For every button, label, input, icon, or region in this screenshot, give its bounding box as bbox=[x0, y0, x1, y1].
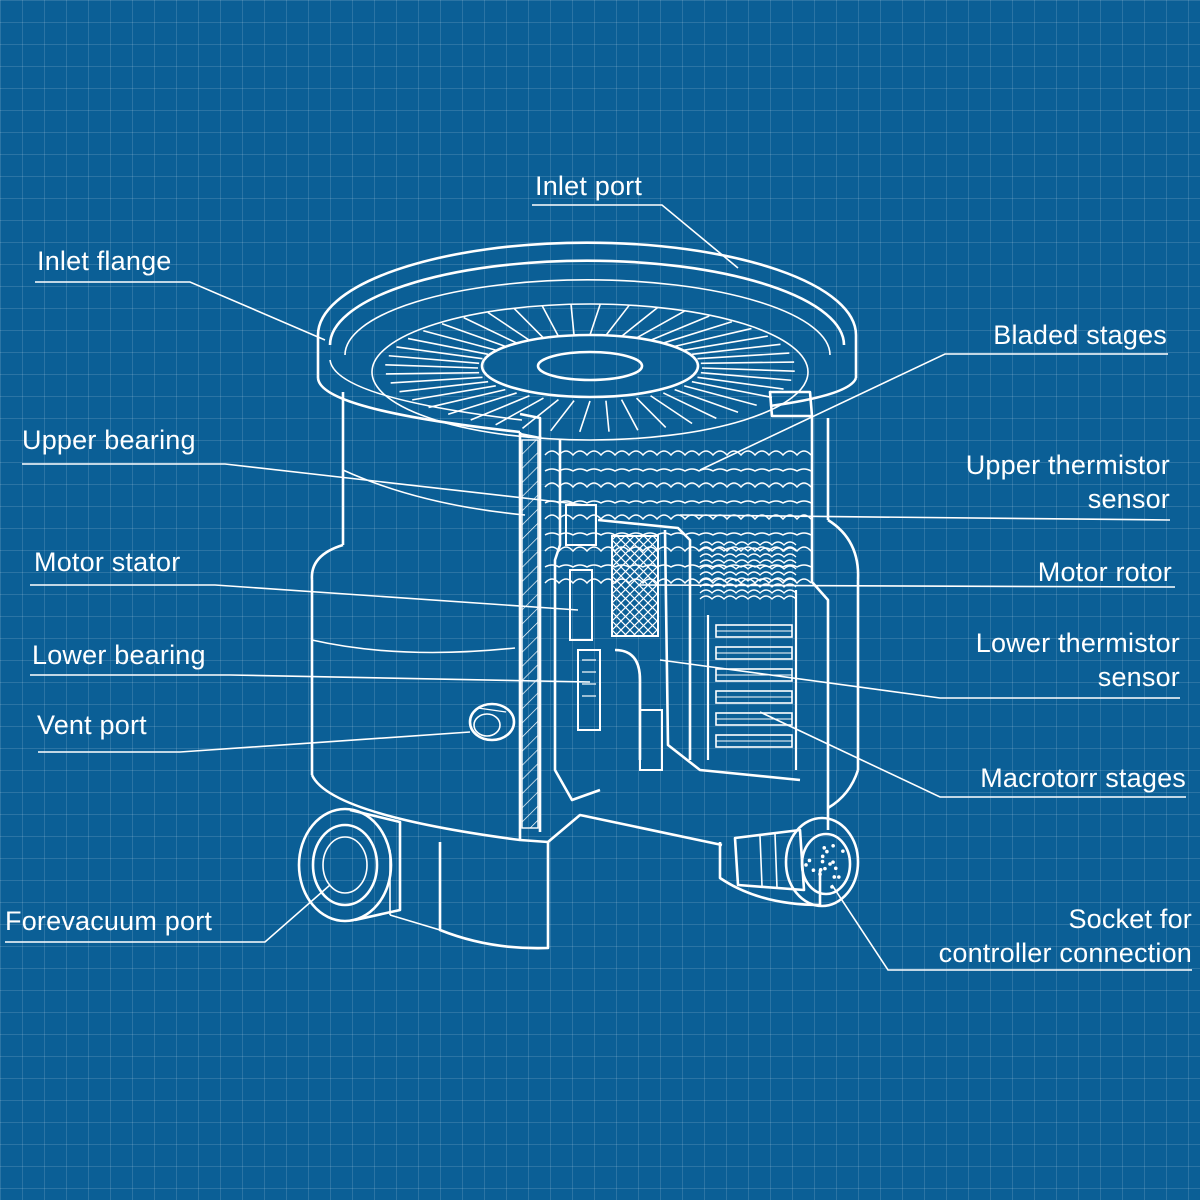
leader-motor-rotor bbox=[639, 584, 1176, 588]
label-inlet-flange: Inlet flange bbox=[37, 246, 172, 276]
vent-port bbox=[468, 702, 516, 742]
leader-upper-thermistor bbox=[679, 514, 1171, 521]
label-macrotorr-stages: Macrotorr stages bbox=[980, 763, 1186, 793]
label-lower-thermistor: Lower thermistor sensor bbox=[976, 626, 1180, 694]
label-upper-bearing: Upper bearing bbox=[22, 425, 196, 455]
leader-lower-thermistor bbox=[659, 659, 1180, 699]
leader-lines bbox=[5, 204, 1192, 971]
leader-vent-port bbox=[38, 731, 471, 753]
label-lower-thermistor-line2: sensor bbox=[1097, 662, 1180, 692]
leader-upper-bearing bbox=[22, 463, 586, 506]
leader-socket bbox=[831, 884, 1192, 971]
leader-motor-stator bbox=[30, 584, 579, 611]
label-bladed-stages: Bladed stages bbox=[993, 320, 1167, 350]
leader-lower-bearing bbox=[30, 674, 591, 683]
label-socket-line2: controller connection bbox=[938, 938, 1192, 968]
rotor-blade-disc bbox=[371, 303, 809, 441]
label-motor-rotor: Motor rotor bbox=[1037, 557, 1172, 587]
controller-socket bbox=[733, 816, 860, 908]
leader-bladed-stages bbox=[699, 353, 1168, 471]
label-upper-thermistor-line1: Upper thermistor bbox=[965, 450, 1170, 480]
label-motor-stator: Motor stator bbox=[34, 547, 181, 577]
label-inlet-port: Inlet port bbox=[535, 171, 643, 201]
rotor-stator-stack bbox=[521, 439, 812, 829]
label-lower-bearing: Lower bearing bbox=[32, 640, 206, 670]
label-vent-port: Vent port bbox=[37, 710, 147, 740]
label-lower-thermistor-line1: Lower thermistor bbox=[975, 628, 1180, 658]
label-socket-line1: Socket for bbox=[1068, 904, 1192, 934]
leader-macrotorr bbox=[759, 711, 1186, 798]
leader-inlet-flange bbox=[35, 281, 326, 341]
forevacuum-port bbox=[297, 807, 402, 923]
label-forevacuum-port: Forevacuum port bbox=[5, 906, 213, 936]
leader-inlet-port bbox=[532, 204, 739, 269]
label-upper-thermistor: Upper thermistor sensor bbox=[966, 448, 1170, 516]
label-socket: Socket for controller connection bbox=[939, 902, 1192, 970]
leader-forevacuum bbox=[5, 884, 331, 943]
pump-body-outline bbox=[310, 241, 860, 950]
label-upper-thermistor-line2: sensor bbox=[1087, 484, 1170, 514]
